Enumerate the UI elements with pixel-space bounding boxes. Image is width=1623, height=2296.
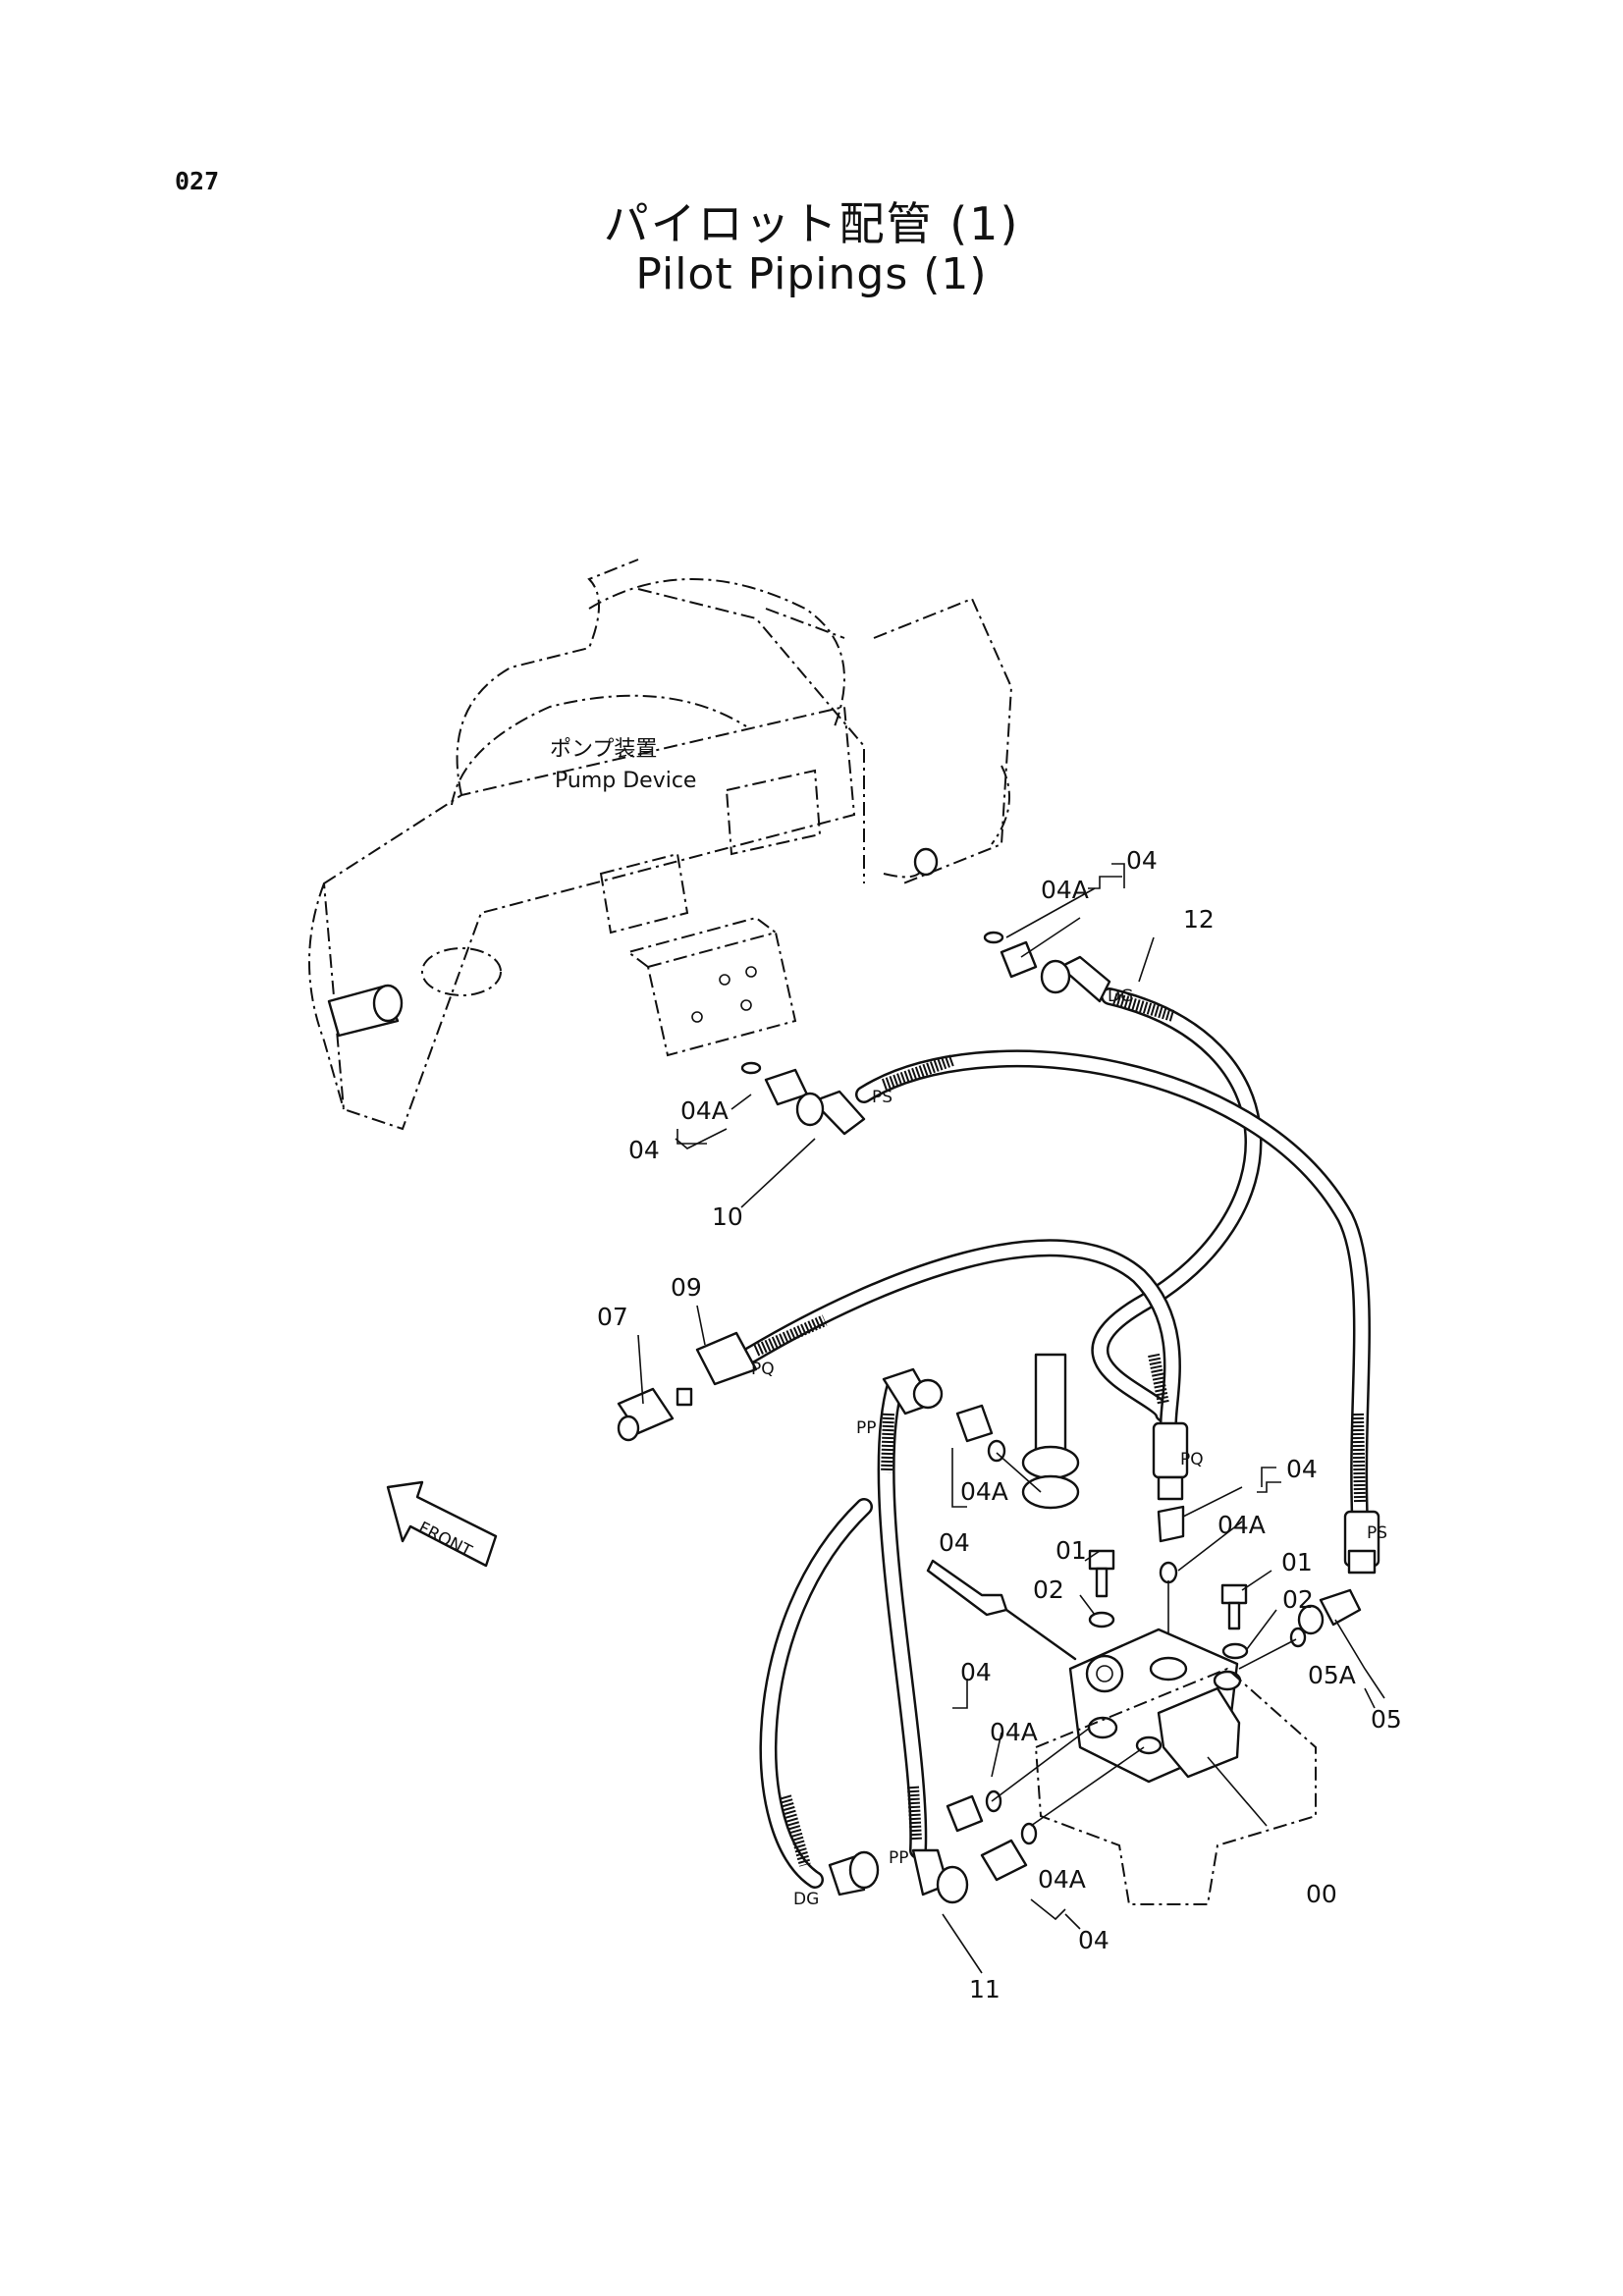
fittings bbox=[617, 931, 1380, 1905]
pump-label-en: Pump Device bbox=[555, 769, 696, 793]
front-arrow: FRONT bbox=[386, 1480, 498, 1568]
page-number: 027 bbox=[175, 167, 220, 195]
callout-02-b: 02 bbox=[1282, 1585, 1314, 1614]
callout-00: 00 bbox=[1306, 1880, 1337, 1908]
callout-04a-mid: 04A bbox=[960, 1477, 1008, 1506]
callout-04-right: 04 bbox=[1286, 1455, 1318, 1483]
callout-04a-lower: 04A bbox=[990, 1718, 1038, 1746]
code-ps-left: PS bbox=[872, 1088, 893, 1107]
pump-device: ポンプ装置 Pump Device bbox=[308, 559, 1013, 1131]
callout-04a-top: 04A bbox=[1041, 876, 1089, 904]
code-ps-right: PS bbox=[1367, 1523, 1387, 1543]
callout-01-a: 01 bbox=[1055, 1536, 1087, 1565]
callout-10: 10 bbox=[712, 1202, 743, 1231]
callout-leaders bbox=[637, 863, 1385, 1974]
callout-04a-bottom: 04A bbox=[1038, 1865, 1086, 1894]
callout-02-a: 02 bbox=[1033, 1575, 1064, 1604]
callout-04-top: 04 bbox=[1126, 846, 1158, 875]
callout-04-bottom: 04 bbox=[1078, 1926, 1109, 1954]
callout-12: 12 bbox=[1183, 905, 1215, 934]
callout-labels: 04 04A 12 DG 04A 04 PS 10 09 07 PQ PP 04… bbox=[597, 846, 1402, 2003]
callout-04-left: 04 bbox=[628, 1136, 660, 1164]
callout-07: 07 bbox=[597, 1303, 628, 1331]
brackets bbox=[675, 876, 1376, 1930]
callout-11: 11 bbox=[969, 1975, 1001, 2003]
code-pq-left: PQ bbox=[751, 1360, 775, 1379]
callout-05a: 05A bbox=[1308, 1661, 1356, 1689]
title-english: Pilot Pipings (1) bbox=[635, 249, 988, 299]
code-dg-top: DG bbox=[1108, 987, 1133, 1006]
callout-04a-right: 04A bbox=[1217, 1511, 1266, 1539]
callout-01-b: 01 bbox=[1281, 1548, 1313, 1576]
code-dg-bottom: DG bbox=[793, 1890, 819, 1909]
callout-05: 05 bbox=[1371, 1705, 1402, 1734]
callout-09: 09 bbox=[671, 1273, 702, 1302]
callout-04-mid: 04 bbox=[939, 1528, 970, 1557]
title-japanese: パイロット配管 (1) bbox=[603, 197, 1020, 250]
code-pp-top: PP bbox=[856, 1418, 877, 1438]
code-pp-bottom: PP bbox=[889, 1848, 909, 1868]
pump-label-ja: ポンプ装置 bbox=[550, 737, 657, 762]
callout-04-lower: 04 bbox=[960, 1658, 992, 1686]
code-pq-mid: PQ bbox=[1180, 1450, 1204, 1469]
hoses bbox=[742, 988, 1371, 1889]
callout-04a-left: 04A bbox=[680, 1096, 729, 1125]
